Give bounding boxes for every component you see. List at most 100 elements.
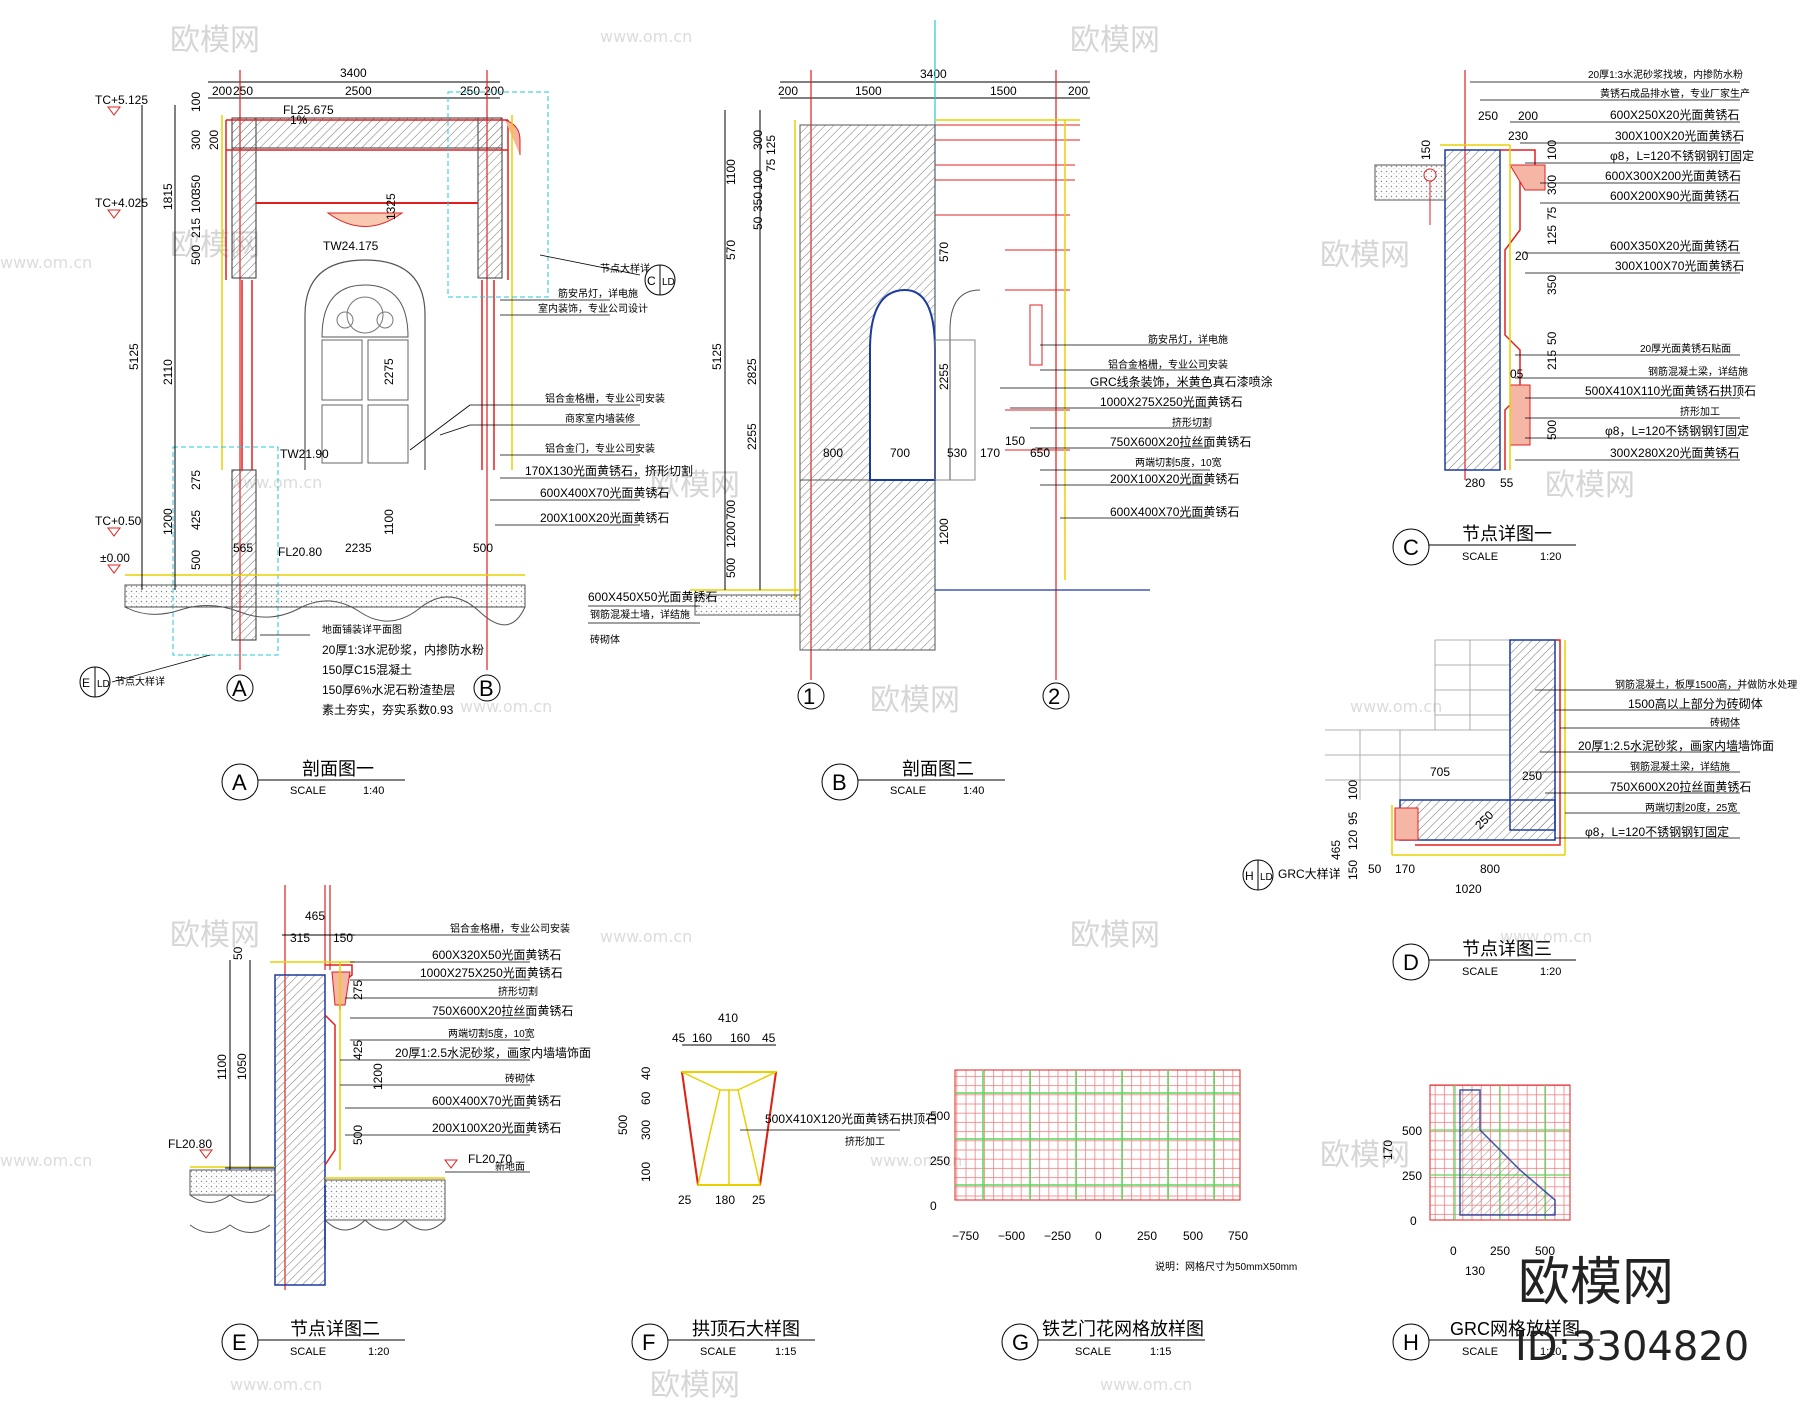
dim-b-top-4: 200	[1068, 84, 1088, 98]
title-b-scale-label: SCALE	[890, 785, 926, 797]
dim-f-9: 100	[639, 1162, 653, 1182]
note-e-4: 750X600X20拉丝面黄锈石	[432, 1003, 573, 1018]
g-x-tick-3: 0	[1095, 1229, 1102, 1243]
ref-e-key: E	[82, 676, 90, 690]
title-d-text: 节点详图三	[1462, 939, 1552, 959]
title-a-text: 剖面图一	[302, 759, 374, 779]
dim-e-7: 425	[351, 1040, 365, 1060]
detail-h-drawing: 500 250 0 0 250 500 170 130	[1381, 1084, 1571, 1278]
dim-a-left-5: 300	[189, 130, 203, 150]
dim-e-0: 465	[305, 909, 325, 923]
level-a-7: TW21.90	[280, 447, 329, 461]
dim-e-6: 275	[351, 980, 365, 1000]
watermark-brand: 欧模网	[1320, 238, 1410, 273]
dim-d-6: 100	[1346, 780, 1360, 800]
brand-logo-id: ID:3304820	[1515, 1324, 1749, 1370]
title-d-scale-label: SCALE	[1462, 966, 1498, 978]
dim-b-left-7: 500	[724, 558, 738, 578]
note-b-left-0: 600X450X50光面黄锈石	[588, 590, 717, 604]
axis-1: 1	[803, 684, 815, 709]
dim-c-11: 215	[1545, 350, 1559, 370]
dim-b-left-10: 75	[764, 158, 778, 172]
dim-a-top-2: 250	[233, 84, 253, 98]
watermark-site: www.om.cn	[460, 697, 552, 716]
dim-a-top-3: 2500	[345, 84, 372, 98]
title-c-key: C	[1403, 535, 1419, 560]
dim-b-inner-6: 2255	[937, 363, 951, 390]
ref-c-ld: LD	[662, 277, 675, 288]
note-c-4: φ8，L=120不锈钢钢钉固定	[1610, 148, 1754, 163]
note-d-2: 砖砌体	[1710, 716, 1740, 729]
dim-e-8: 1200	[371, 1063, 385, 1090]
title-f-text: 拱顶石大样图	[692, 1319, 800, 1339]
note-b-4: 挤形切割	[1172, 416, 1212, 429]
dim-d-5: 95	[1346, 811, 1360, 825]
title-e-scale-label: SCALE	[290, 1346, 326, 1358]
h-y-tick-2: 0	[1410, 1214, 1417, 1228]
title-a-scale: 1:40	[363, 785, 384, 797]
g-x-tick-0: −750	[952, 1229, 979, 1243]
note-f-1: 挤形加工	[845, 1135, 885, 1148]
dim-c-9: 350	[1545, 275, 1559, 295]
title-c-scale: 1:20	[1540, 551, 1561, 563]
g-y-tick-2: 0	[930, 1199, 937, 1213]
dim-f-12: 25	[752, 1193, 766, 1207]
dim-c-3: 150	[1419, 140, 1433, 160]
note-b-left-1: 钢筋混凝土墙，详结施	[590, 608, 690, 621]
g-y-tick-0: 500	[930, 1109, 950, 1123]
dim-a-left-4: 100	[189, 92, 203, 112]
watermark-brand: 欧模网	[170, 918, 260, 953]
dim-f-11: 180	[715, 1193, 735, 1207]
note-b-3: 1000X275X250光面黄锈石	[1100, 395, 1243, 409]
note-a-2: 室内装饰，专业公司设计	[538, 302, 648, 315]
dim-a-left-10: 500	[189, 245, 203, 265]
g-x-tick-1: −500	[998, 1229, 1025, 1243]
note-a-5: 铝合金门，专业公司安装	[545, 442, 655, 455]
dim-c-13: 500	[1545, 420, 1559, 440]
h-dim-0: 170	[1381, 1140, 1395, 1160]
note-b-0: 筋安吊灯，详电施	[1148, 333, 1228, 346]
title-h-key: H	[1403, 1330, 1419, 1355]
note-d-7: φ8，L=120不锈钢钢钉固定	[1585, 824, 1729, 839]
note-e-0: 铝合金格栅，专业公司安装	[450, 922, 570, 935]
dim-c-5: 300	[1545, 175, 1559, 195]
title-g-text: 铁艺门花网格放样图	[1042, 1319, 1204, 1339]
dim-b-left-3: 1100	[724, 159, 738, 185]
note-d-5: 750X600X20拉丝面黄锈石	[1610, 779, 1751, 794]
dim-b-left-13: 50	[751, 216, 765, 230]
dim-e-4: 1100	[215, 1054, 229, 1080]
dim-b-inner-7: 570	[937, 242, 951, 262]
section-a-drawing: 3400 200 250 2500 250 200	[79, 66, 693, 717]
title-b-scale: 1:40	[963, 785, 984, 797]
dim-f-0: 410	[718, 1011, 738, 1025]
title-block-d: D 节点详图三 SCALE 1:20	[1392, 939, 1576, 981]
title-e-key: E	[232, 1330, 247, 1355]
watermark-site: www.om.cn	[870, 1151, 962, 1170]
note-d-4: 钢筋混凝土梁，详结施	[1630, 760, 1730, 773]
dim-b-inner-4: 150	[1005, 434, 1025, 448]
dim-a-left-2: 2110	[161, 359, 175, 385]
title-block-h: H GRC网格放样图 SCALE 1:20	[1392, 1319, 1600, 1361]
brand-logo: 欧模网 ID:3304820	[1515, 1253, 1749, 1370]
dim-a-left-6: 200	[207, 130, 221, 150]
g-x-tick-4: 250	[1137, 1229, 1157, 1243]
note-e-7: 砖砌体	[505, 1072, 535, 1085]
dim-b-inner-3: 170	[980, 446, 1000, 460]
title-block-f: F 拱顶石大样图 SCALE 1:15	[631, 1319, 815, 1361]
watermark-site: www.om.cn	[1100, 1375, 1192, 1394]
ref-h-note: GRC大样详	[1278, 866, 1341, 881]
level-a-2: TC+4.025	[95, 196, 148, 210]
note-a-4: 商家室内墙装修	[565, 412, 635, 425]
title-c-text: 节点详图一	[1462, 524, 1552, 544]
watermark-layer: 欧模网 欧模网 欧模网 欧模网 欧模网 欧模网 欧模网 欧模网 欧模网 欧模网 …	[0, 23, 1635, 1403]
dim-c-7: 125	[1545, 225, 1559, 245]
watermark-brand: 欧模网	[1070, 918, 1160, 953]
dim-b-left-1: 2825	[745, 358, 759, 385]
watermark-brand: 欧模网	[170, 23, 260, 58]
dim-c-4: 100	[1545, 140, 1559, 160]
note-e-1: 600X320X50光面黄锈石	[432, 948, 561, 962]
dim-d-7: 150	[1346, 860, 1360, 880]
h-y-tick-1: 250	[1402, 1169, 1422, 1183]
dim-e-5: 1050	[235, 1053, 249, 1080]
note-d-3: 20厚1:2.5水泥砂浆，画家内墙墙饰面	[1578, 738, 1774, 753]
